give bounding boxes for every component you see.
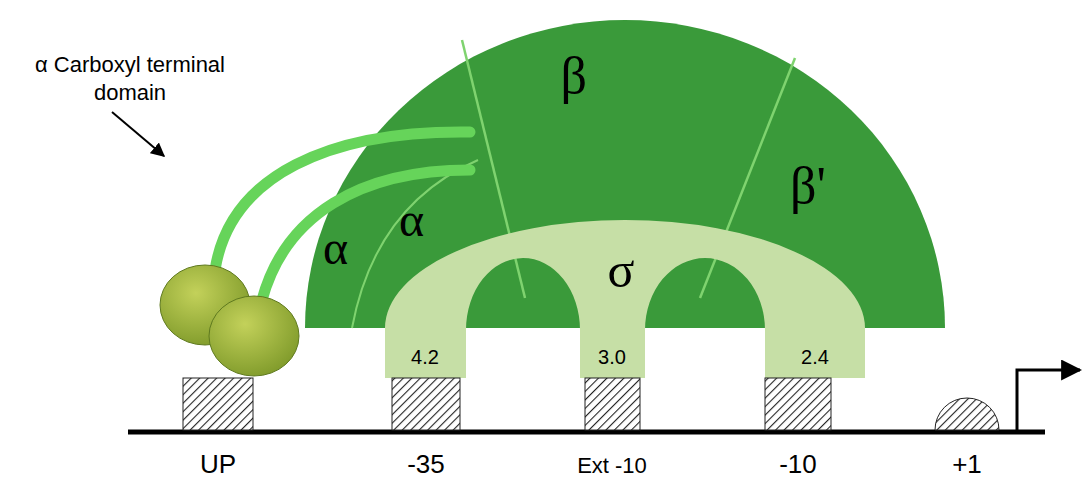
region-number: 3.0 xyxy=(598,345,626,370)
subunit-name: β' xyxy=(790,160,834,212)
region-number: 4.2 xyxy=(411,345,439,370)
subunit-region: σ xyxy=(604,243,647,301)
promoter-label: UP xyxy=(200,448,236,481)
subunit-name: α xyxy=(399,196,433,244)
alpha-ctd-linker xyxy=(262,170,470,300)
subunit-region: β xyxy=(557,48,600,108)
alpha-ctd-domain xyxy=(209,296,299,376)
subunit-region: β' xyxy=(786,158,838,218)
subunit-region: α xyxy=(319,222,361,278)
promoter-element xyxy=(392,378,460,430)
promoter-label: -35 xyxy=(407,448,445,481)
start-site xyxy=(935,398,999,430)
transcription-arrow xyxy=(1017,370,1080,430)
promoter-label: -10 xyxy=(779,448,817,481)
sigma-factor xyxy=(385,220,865,378)
subunit-name: β xyxy=(561,50,596,102)
promoter-element xyxy=(765,378,831,430)
region-number: 2.4 xyxy=(801,345,829,370)
promoter-label: +1 xyxy=(952,448,982,481)
subunit-name: σ xyxy=(608,245,643,295)
subunit-region: α xyxy=(395,194,437,250)
promoter-label: Ext -10 xyxy=(577,452,647,480)
promoter-element xyxy=(585,378,640,430)
leader-arrow xyxy=(112,112,164,156)
subunit-name: α xyxy=(323,224,357,272)
promoter-element xyxy=(183,378,253,430)
callout-label: α Carboxyl terminal domain xyxy=(10,51,250,106)
